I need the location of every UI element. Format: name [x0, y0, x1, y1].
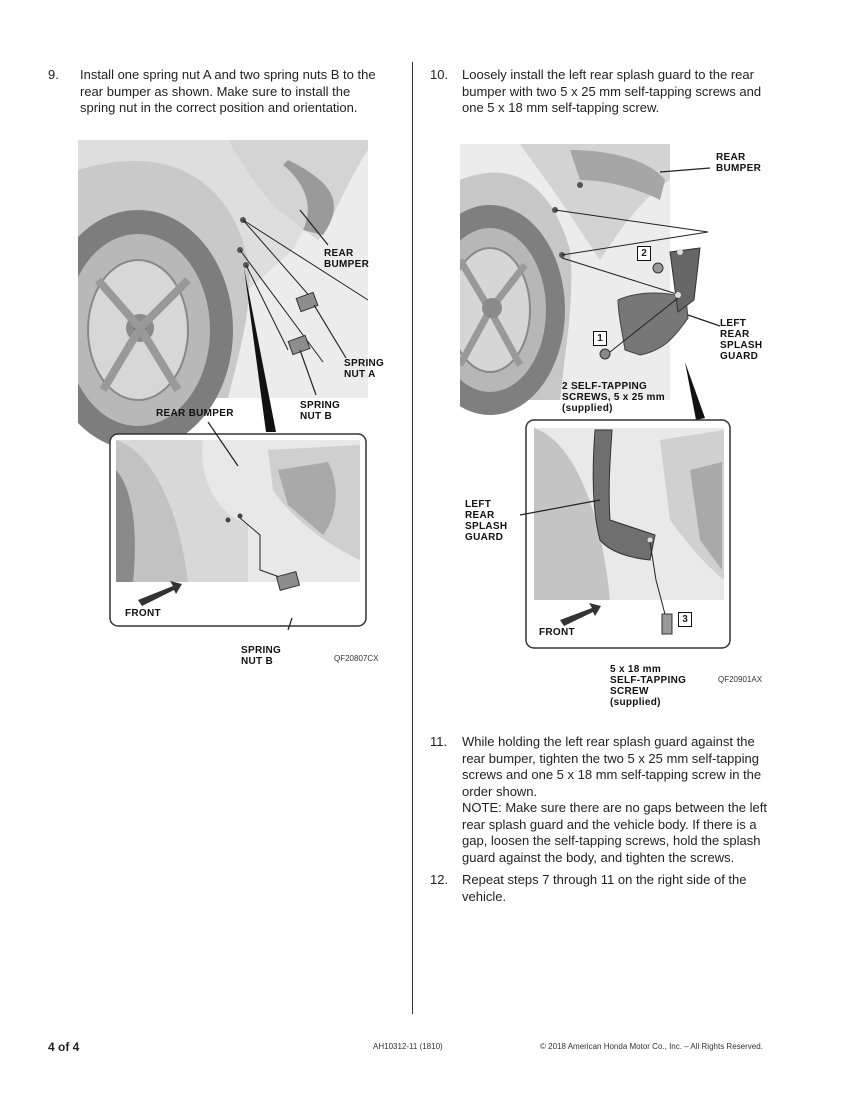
note-line: rear splash guard and the vehicle body. … [462, 816, 757, 832]
step-line: Loosely install the left rear splash gua… [462, 67, 754, 82]
figure-code: QF20807CX [334, 654, 379, 663]
label-line: SPLASH [465, 521, 508, 532]
step-marker-3: 3 [678, 612, 692, 627]
step-marker-2: 2 [637, 246, 651, 261]
copyright-notice: © 2018 American Honda Motor Co., Inc. – … [540, 1042, 763, 1051]
label-line: REAR [716, 152, 746, 163]
step-line: While holding the left rear splash guard… [462, 734, 755, 749]
label-line: NUT B [241, 656, 274, 667]
label-line: BUMPER [324, 259, 370, 270]
note-line: gap, loosen the self-tapping screws, hol… [462, 833, 761, 848]
figure-splash-guard-illustration [460, 144, 731, 649]
label-rear-bumper: REAR BUMPER [324, 248, 369, 270]
note-line: guard against the body, and tighten the … [462, 849, 735, 865]
label-line: REAR [324, 248, 354, 259]
step-line: one 5 x 18 mm self-tapping screw. [462, 100, 660, 115]
step-line: Install one spring nut A and two spring … [80, 67, 376, 82]
label-line: LEFT [720, 318, 747, 329]
label-front: FRONT [125, 608, 161, 619]
step-line: vehicle. [462, 888, 507, 904]
label-line: FRONT [539, 627, 575, 638]
label-line: SPLASH [720, 340, 763, 351]
label-screw-5x18: 5 x 18 mm SELF-TAPPING SCREW (supplied) [610, 664, 686, 708]
label-line: (supplied) [562, 403, 613, 414]
figure-code: QF20901AX [718, 675, 763, 684]
step-marker-1: 1 [593, 331, 607, 346]
label-line: REAR [720, 329, 750, 340]
step-number: 10. [430, 67, 449, 82]
label-line: SPRING [241, 645, 282, 656]
label-line: NUT A [344, 369, 376, 380]
label-line: REAR [465, 510, 495, 521]
step-line: order shown. [462, 783, 538, 799]
label-line: NUT B [300, 411, 333, 422]
label-line: 5 x 18 mm [610, 664, 662, 675]
label-line: SELF-TAPPING [610, 675, 687, 686]
step-text: Loosely install the left rear splash gua… [462, 67, 761, 117]
figure-spring-nuts-illustration [78, 140, 369, 631]
label-line: GUARD [465, 532, 504, 543]
label-line: SPRING [300, 400, 341, 411]
label-line: (supplied) [610, 697, 661, 708]
label-spring-nut-b-detail: SPRING NUT B [241, 645, 281, 667]
label-line: GUARD [720, 351, 759, 362]
step-line: Repeat steps 7 through 11 on the right s… [462, 872, 747, 887]
step-number: 12. [430, 872, 449, 887]
step-line: rear bumper, tighten the two 5 x 25 mm s… [462, 750, 759, 766]
label-line: FRONT [125, 608, 161, 619]
figure-spring-nuts: REAR BUMPER SPRING NUT A SPRING NUT B RE… [78, 140, 390, 668]
label-spring-nut-a: SPRING NUT A [344, 358, 384, 380]
label-spring-nut-b: SPRING NUT B [300, 400, 340, 422]
label-front: FRONT [539, 627, 575, 638]
step-line: spring nut in the correct position and o… [80, 100, 358, 115]
label-rear-bumper: REAR BUMPER [716, 152, 761, 174]
figure-splash-guard: REAR BUMPER 2 LEFT REAR SPLASH GUARD 1 2… [460, 140, 790, 712]
label-screws-5x25: 2 SELF-TAPPING SCREWS, 5 x 25 mm (suppli… [562, 381, 665, 414]
step-line: rear bumper as shown. Make sure to insta… [80, 83, 351, 99]
step-text: Install one spring nut A and two spring … [80, 67, 376, 117]
step-number: 11. [430, 734, 448, 749]
label-line: 2 SELF-TAPPING [562, 381, 648, 392]
label-line: SCREW [610, 686, 649, 697]
page-number: 4 of 4 [48, 1040, 80, 1054]
step-line: bumper with two 5 x 25 mm self-tapping s… [462, 83, 762, 99]
label-line: SCREWS, 5 x 25 mm [562, 392, 665, 403]
step-line: screws and one 5 x 18 mm self-tapping sc… [462, 767, 762, 782]
label-left-rear-splash-guard-detail: LEFT REAR SPLASH GUARD [465, 499, 507, 543]
label-line: REAR BUMPER [156, 408, 234, 419]
note-line: NOTE: Make sure there are no gaps betwee… [462, 800, 767, 815]
label-rear-bumper-detail: REAR BUMPER [156, 408, 234, 419]
label-line: BUMPER [716, 163, 762, 174]
column-divider [412, 62, 413, 1014]
step-text: Repeat steps 7 through 11 on the right s… [462, 872, 747, 905]
label-left-rear-splash-guard: LEFT REAR SPLASH GUARD [720, 318, 762, 362]
label-line: SPRING [344, 358, 385, 369]
document-code: AH10312-11 (1810) [373, 1042, 443, 1051]
step-text: While holding the left rear splash guard… [462, 734, 767, 866]
step-number: 9. [48, 67, 59, 82]
label-line: LEFT [465, 499, 492, 510]
